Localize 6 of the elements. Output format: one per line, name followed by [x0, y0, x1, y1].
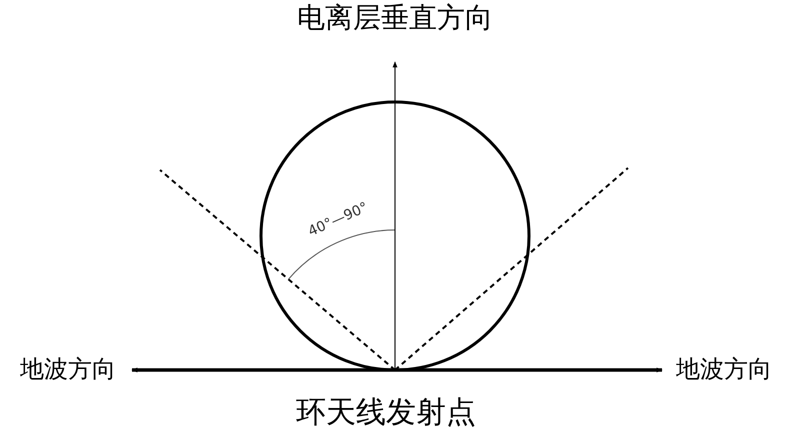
arrow [131, 368, 663, 372]
antenna-point-label: 环天线发射点 [296, 398, 476, 428]
arrow [392, 61, 398, 370]
direction-label: 地波方向 [676, 357, 772, 381]
direction-label: 地波方向 [20, 357, 116, 381]
direction-label: 电离层垂直方向 [297, 4, 493, 32]
